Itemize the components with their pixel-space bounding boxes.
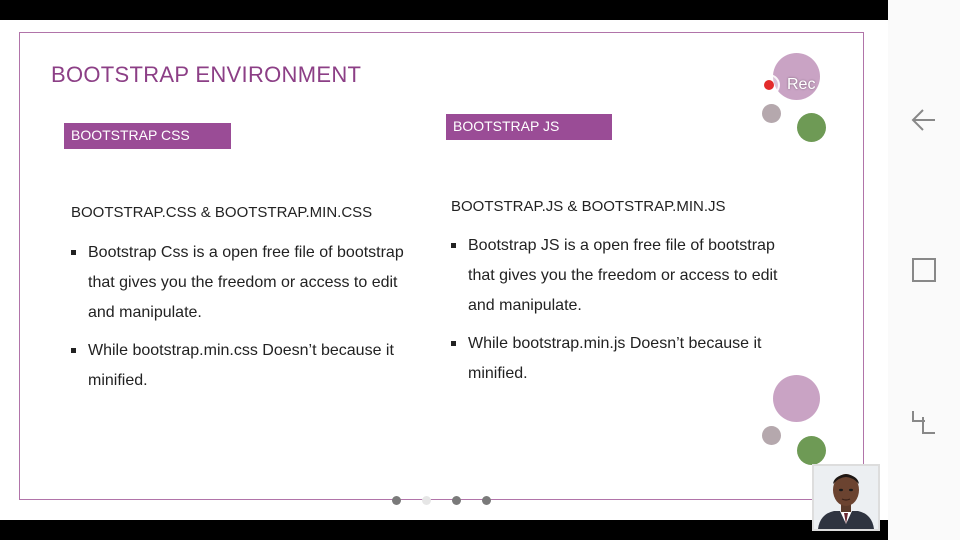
recent-apps-icon [912,258,936,282]
presenter-avatar [814,466,878,529]
back-button[interactable] [888,90,960,150]
recording-label: Rec [787,76,816,93]
presentation-slide: BOOTSTRAP ENVIRONMENT BOOTSTRAP CSS BOOT… [0,20,888,520]
home-button[interactable] [888,392,960,452]
list-item: Bootstrap JS is a open free file of boot… [451,231,801,321]
decorative-circle-small [762,426,781,445]
js-bullet-list: Bootstrap JS is a open free file of boot… [451,231,801,397]
slide-border [19,32,864,500]
recording-indicator[interactable]: Rec [758,72,868,98]
record-icon [758,74,780,96]
decorative-circle-green [797,113,826,142]
home-icon [912,411,935,434]
recent-apps-button[interactable] [888,240,960,300]
webcam-overlay[interactable] [812,464,880,531]
list-item: Bootstrap Css is a open free file of boo… [71,238,421,328]
js-files-heading: BOOTSTRAP.JS & BOOTSTRAP.MIN.JS [451,198,726,215]
bottom-bar [0,520,888,540]
slide-title: BOOTSTRAP ENVIRONMENT [51,62,362,87]
bootstrap-css-tag: BOOTSTRAP CSS [64,123,231,149]
decorative-circle-small [762,104,781,123]
list-item: While bootstrap.min.js Doesn’t because i… [451,329,801,389]
slide-pagination [392,496,491,505]
css-files-heading: BOOTSTRAP.CSS & BOOTSTRAP.MIN.CSS [71,204,373,221]
css-bullet-list: Bootstrap Css is a open free file of boo… [71,238,421,404]
decorative-circle-large [773,375,820,422]
pagination-dot[interactable] [452,496,461,505]
bootstrap-js-tag: BOOTSTRAP JS [446,114,612,140]
back-icon [911,109,935,131]
status-bar [0,0,888,20]
android-navigation-bar [888,0,960,540]
pagination-dot-active[interactable] [422,496,431,505]
pagination-dot[interactable] [482,496,491,505]
pagination-dot[interactable] [392,496,401,505]
decorative-circle-large [773,53,820,100]
list-item: While bootstrap.min.css Doesn’t because … [71,336,421,396]
decorative-circle-green [797,436,826,465]
